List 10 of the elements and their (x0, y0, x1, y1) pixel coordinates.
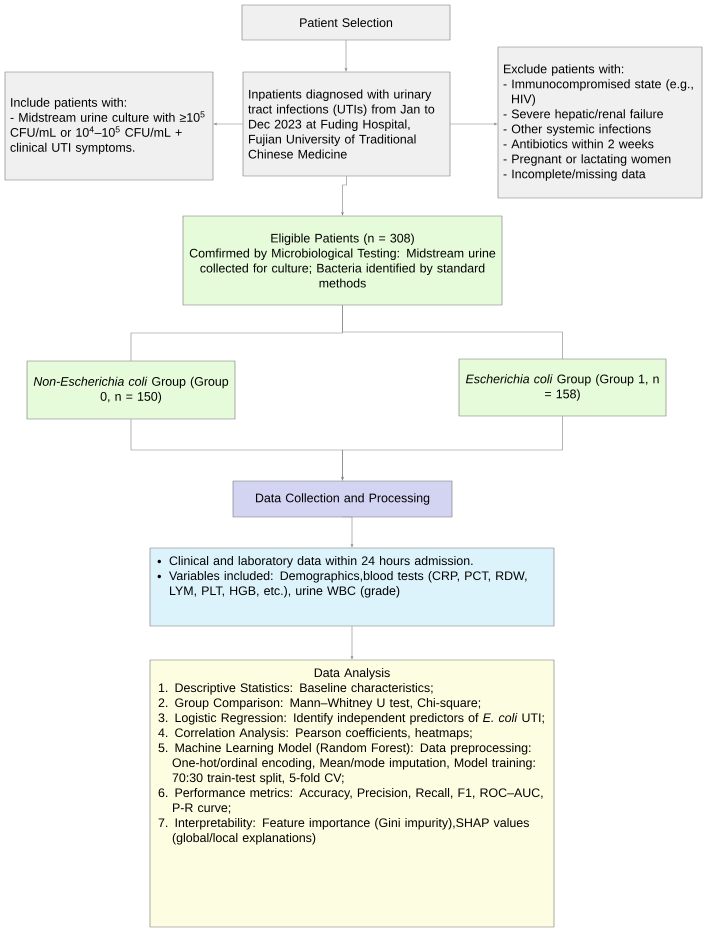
criteria-box: Include patients with: - Midstream urine culture with ≥10$^{5}$ CFU/mL or 10$^{4}$–10$^{5}$ CFU/mL + clinical UTI symptoms. (4, 72, 214, 180)
process-box: Data Collection and Processing (232, 480, 452, 518)
title-box: Patient Selection (242, 4, 450, 40)
process-box: Data Analysis 1. Descriptive Statistics: Baseline characteristics; 2. Group Comparison: Mann–Whitney U test, Chi-square; 3. Logistic Regression: Identify independent predictors of E. coli UTI; 4. Correlation Analysis: Pearson coefficients, heatmaps; 5. Machine Learning Model (Random Forest): Data preprocessing: One-hot/ordinal encoding, Mean/mode imputation, Model training: 70:30 train-test split, 5-fold CV; 6. Performance metrics: Accuracy, Precision, Recall, F1, ROC–AUC, P-R curve; 7. Interpretability: Feature importance (Gini impurity),SHAP values (global/local explanations) (150, 660, 554, 928)
group-box: Escherichia coli Group (Group 1, n = 158) (458, 358, 666, 416)
process-box: Clinical and laboratory data within 24 hours admission. Variables included: Demographics,blood tests (CRP, PCT, RDW, LYM, PLT, HGB, etc.), urine WBC (grade) (150, 548, 554, 626)
criteria-box: Exclude patients with: - Immunocompromised state (e.g., HIV) - Severe hepatic/renal failure - Other systemic infections - Antibiotics within 2 weeks - Pregnant or lactating women - Incomplete/missing data (498, 46, 702, 198)
process-box: Eligible Patients (n = 308) Comfirmed by Microbiological Testing: Midstream urine collected for culture; Bacteria identified by standard methods (182, 216, 502, 306)
process-box: Inpatients diagnosed with urinary tract infections (UTIs) from Jan to Dec 2023 at Fuding Hospital, Fujian University of Traditional Chinese Medicine (242, 72, 450, 176)
group-box: Non-Escherichia coli Group (Group 0, n = 150) (26, 360, 236, 420)
